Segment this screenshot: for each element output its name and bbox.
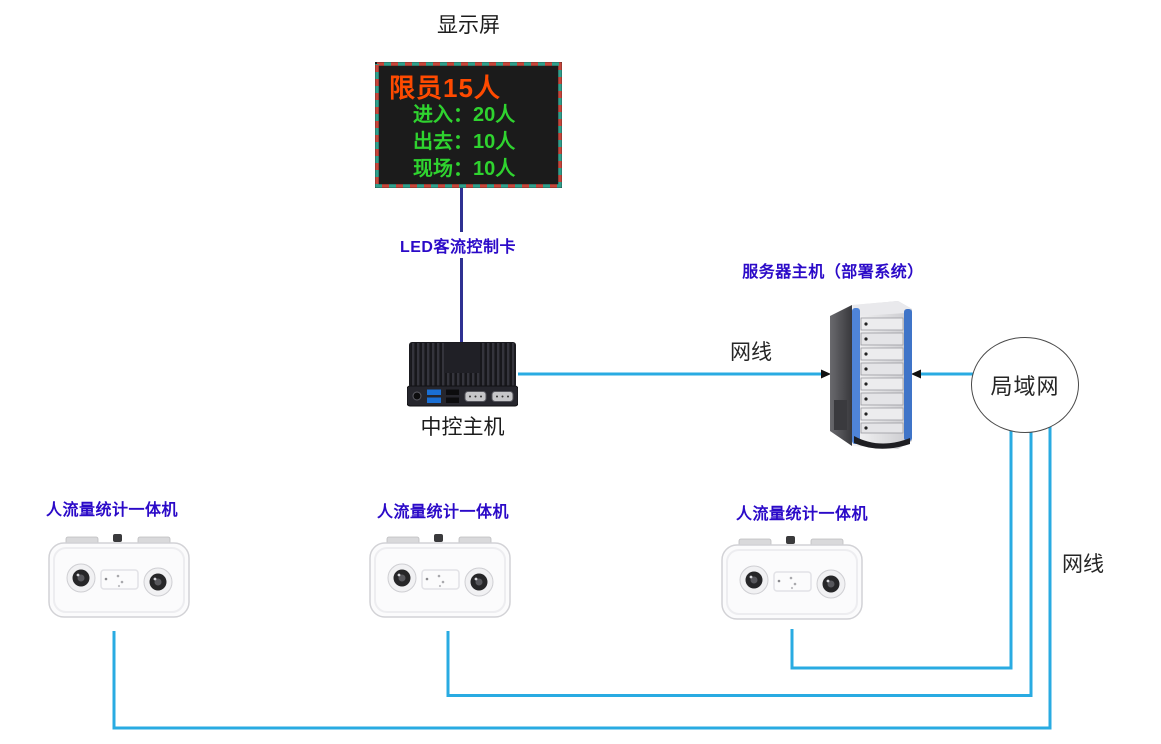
lan-label: 局域网: [990, 374, 1060, 399]
drive-bays: [860, 317, 904, 434]
cable-camera3-to-lan: [790, 420, 1013, 670]
camera-device-2: [369, 534, 511, 620]
display-title: 显示屏: [437, 14, 500, 37]
camera-label: 人流量统计一体机: [37, 496, 187, 520]
cable-camera2-to-lan: [446, 420, 1033, 697]
camera-device-1: [48, 534, 190, 620]
controller-host-label: 中控主机: [420, 416, 505, 439]
server-device: [830, 301, 912, 449]
camera-device-graphic: [48, 534, 190, 618]
camera-device-graphic: [369, 534, 511, 618]
camera-lens-right: [816, 569, 846, 599]
camera-label: 人流量统计一体机: [727, 500, 877, 524]
cable-label-lan: 网线: [1062, 553, 1104, 576]
led-display-panel: 限员15人 进入：20人 出去：10人 现场：10人: [375, 62, 562, 188]
camera-lens-left: [66, 563, 96, 593]
led-row-entered: 进入：20人: [413, 104, 516, 126]
camera-lens-right: [464, 567, 494, 597]
camera-label: 人流量统计一体机: [368, 498, 518, 522]
led-card-label: LED客流控制卡: [396, 232, 520, 258]
led-row-onsite: 现场：10人: [413, 158, 516, 180]
cable-label-server: 网线: [730, 341, 772, 364]
camera-device-graphic: [721, 536, 863, 620]
serial-port: [491, 391, 514, 402]
arrowhead-icon: [911, 369, 921, 379]
lan-node: 局域网: [971, 337, 1079, 433]
cable-camera1-to-lan: [112, 420, 1052, 730]
serial-port: [464, 391, 487, 402]
controller-host-device: [407, 342, 518, 407]
camera-device-3: [721, 536, 863, 622]
led-display-dashed-border: [375, 62, 562, 188]
arrowhead-icon: [821, 369, 831, 379]
led-row-exited: 出去：10人: [413, 131, 516, 153]
camera-lens-left: [387, 563, 417, 593]
server-label: 服务器主机（部署系统）: [733, 258, 933, 282]
camera-lens-left: [739, 565, 769, 595]
led-limit-text: 限员15人: [389, 73, 501, 103]
camera-lens-right: [143, 567, 173, 597]
